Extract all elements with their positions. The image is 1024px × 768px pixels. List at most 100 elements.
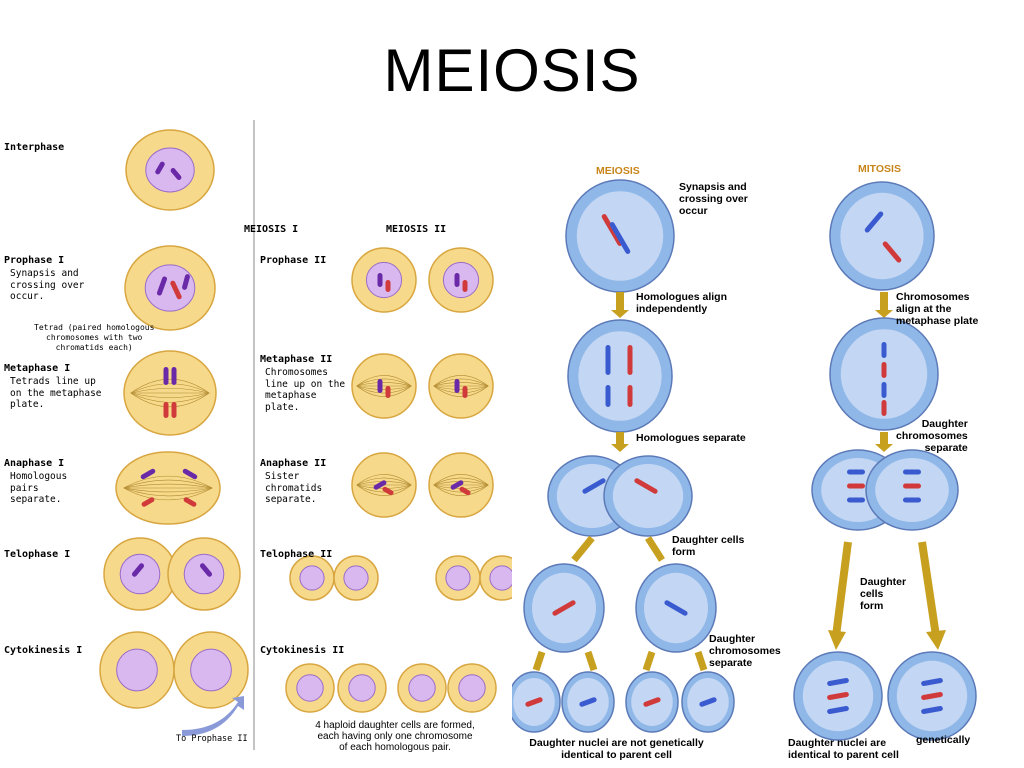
interphase-cell-nucleus — [145, 147, 195, 193]
metaphase-ii-chromosome — [377, 379, 383, 393]
prophase-ii-label: Prophase II — [260, 255, 327, 266]
anaphase-i-spindle-fiber — [123, 487, 213, 493]
tetrad-note: Tetrad (paired homologous chromosomes wi… — [34, 323, 155, 352]
interphase-label: Interphase — [4, 142, 65, 153]
meiosis-arrow-2 — [616, 432, 624, 444]
mitosis-daughter-chromosome — [921, 706, 943, 714]
meiosis-i-header: MEIOSIS I — [244, 224, 299, 235]
anaphase-i-spindle-fiber — [123, 483, 213, 489]
meiosis-vs-mitosis-panel: MEIOSIS MITOSIS Synapsis and crossing ov… — [512, 160, 1024, 768]
chromosomes-align-label: Chromosomes align at the metaphase plate — [896, 291, 979, 327]
metaphase-ii-spindle-fiber — [356, 385, 412, 394]
meiosis-metaphase-chromosome — [605, 385, 611, 407]
anaphase-i-spindle-fiber — [123, 487, 213, 501]
mitosis-arrow-1 — [880, 292, 888, 310]
mitosis-anaphase-chromosome — [847, 497, 865, 503]
telophase-i-label: Telophase I — [4, 549, 71, 560]
meiosis-arrow-4 — [694, 650, 708, 672]
metaphase-i-desc: Tetrads line up on the metaphase plate. — [10, 376, 102, 410]
telophase-ii-cell-3-nucleus — [445, 565, 471, 591]
prophase-i-desc: Synapsis and crossing over occur. — [10, 268, 85, 302]
prophase-ii-chromosome — [462, 280, 468, 292]
mitosis-anaphase-cell-right-inner — [875, 458, 949, 522]
mitosis-anaphase-chromosome — [903, 469, 921, 475]
meiosis-anaphase-cell-right-inner — [612, 464, 684, 528]
anaphase-i-chromosome — [141, 497, 155, 507]
meiosis-result-label: Daughter nuclei are not genetically iden… — [529, 737, 704, 761]
metaphase-ii-chromosome — [462, 386, 468, 398]
metaphase-ii-spindle-fiber — [356, 375, 412, 387]
prophase-ii-chromosome — [385, 280, 391, 292]
haploid-footnote: 4 haploid daughter cells are formed, eac… — [315, 720, 475, 753]
metaphase-ii-spindle-fiber — [356, 385, 412, 397]
meiosis-vs-mitosis-drawing — [512, 179, 977, 741]
mitosis-daughter-chromosome — [921, 678, 943, 686]
meiosis-haploid-chromosome — [579, 697, 597, 707]
anaphase-ii-chromosome — [382, 486, 394, 496]
interphase-chromatin — [155, 161, 165, 175]
meiosis-arrow-4 — [532, 650, 546, 672]
telophase-i-chromosome — [131, 563, 145, 577]
telophase-ii-label: Telophase II — [260, 549, 333, 560]
anaphase-ii-spindle-fiber — [433, 484, 489, 493]
anaphase-ii-spindle-fiber — [356, 477, 412, 486]
meiosis-arrow-2-head — [611, 444, 629, 452]
prophase-i-chromosome — [156, 276, 168, 296]
mitosis-result-label: Daughter nuclei are identical to parent … — [788, 737, 899, 761]
mitosis-anaphase-chromosome — [903, 483, 921, 489]
mitosis-metaphase-chromosome — [881, 342, 887, 358]
metaphase-ii-spindle-fiber — [433, 378, 489, 387]
synapsis-label: Synapsis and crossing over occur — [679, 181, 748, 217]
mitosis-arrow-1-head — [875, 310, 893, 318]
metaphase-i-spindle-fiber — [130, 392, 210, 398]
mitosis-daughter-chromosome — [827, 678, 849, 686]
metaphase-ii-spindle-fiber — [433, 382, 489, 387]
metaphase-ii-spindle-fiber — [356, 378, 412, 387]
metaphase-ii-spindle-fiber — [433, 385, 489, 390]
mitosis-arrow-2 — [880, 432, 888, 444]
anaphase-i-chromosome — [140, 468, 156, 480]
prophase-i-cell-nucleus — [144, 264, 196, 312]
metaphase-i-label: Metaphase I — [4, 363, 71, 374]
cytokinesis-ii-cell-2-nucleus — [348, 674, 376, 702]
cytokinesis-ii-cell-3-nucleus — [408, 674, 436, 702]
anaphase-ii-desc: Sister chromatids separate. — [265, 471, 323, 505]
anaphase-ii-spindle-fiber — [356, 484, 412, 496]
metaphase-i-chromosome — [163, 402, 169, 418]
meiosis-column-header: MEIOSIS — [596, 165, 640, 177]
anaphase-ii-chromosome — [459, 486, 471, 496]
mitosis-prophase-chromosome — [882, 241, 902, 263]
homologues-separate-label: Homologues separate — [636, 432, 746, 444]
anaphase-i-label: Anaphase I — [4, 458, 65, 469]
meiosis-arrow-3a — [571, 535, 595, 563]
mitosis-arrow-3b — [918, 541, 940, 637]
to-prophase-ii-label: To Prophase II — [176, 734, 248, 744]
telophase-ii-cell-4-nucleus — [489, 565, 512, 591]
meiosis-haploid-chromosome — [525, 697, 543, 707]
telophase-ii-cell-1-nucleus — [299, 565, 325, 591]
mitosis-prophase-cell-inner — [840, 192, 924, 280]
meiosis-arrow-3b — [645, 536, 665, 562]
mitosis-result-genetically: genetically — [916, 734, 971, 746]
meiosis-haploid-chromosome — [699, 697, 717, 707]
telophase-i-cell-right-nucleus — [183, 553, 225, 595]
prophase-i-label: Prophase I — [4, 255, 65, 266]
daughter-cells-form-mitosis-label: Daughter cells form — [860, 576, 907, 612]
prophase-i-chromosome — [182, 274, 190, 290]
daughter-chromosomes-separate-mitosis-label: Daughter chromosomes separate — [896, 418, 968, 454]
cytokinesis-ii-cell-4-nucleus — [458, 674, 486, 702]
metaphase-ii-desc: Chromosomes line up on the metaphase pla… — [265, 367, 346, 413]
anaphase-ii-spindle-fiber — [433, 474, 489, 486]
metaphase-i-chromosome — [171, 402, 177, 418]
metaphase-i-spindle-fiber — [130, 392, 210, 408]
daughter-cells-form-label: Daughter cells form — [672, 534, 745, 558]
meiosis-ii-header: MEIOSIS II — [386, 224, 447, 235]
meiosis-daughter-chromosome — [664, 600, 688, 616]
telophase-i-cell-left-nucleus — [119, 553, 161, 595]
metaphase-ii-spindle-fiber — [433, 385, 489, 394]
meiosis-arrow-4 — [584, 650, 598, 672]
daughter-chromosomes-separate-meiosis-label: Daughter chromosomes separate — [709, 633, 781, 669]
mitosis-arrow-2-head — [875, 444, 893, 452]
meiosis-arrow-1-head — [611, 310, 629, 318]
metaphase-ii-chromosome — [385, 386, 391, 398]
